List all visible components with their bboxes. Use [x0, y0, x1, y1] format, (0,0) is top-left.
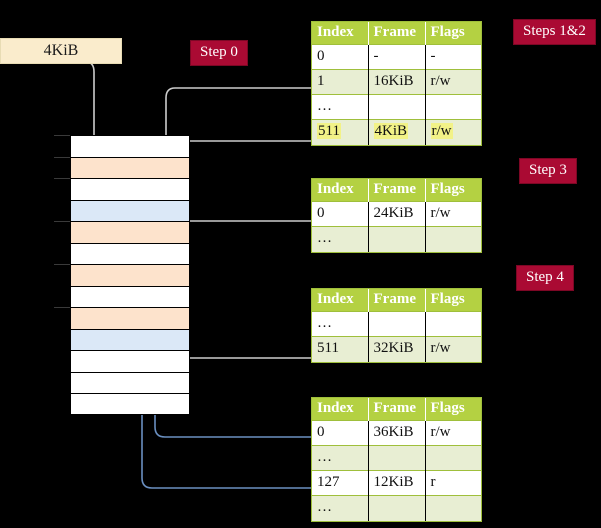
memory-frame-tick: [54, 156, 70, 158]
table-cell-flags: [425, 311, 481, 337]
memory-frame-row: [70, 328, 190, 350]
column-header-flags: Flags: [425, 398, 481, 421]
table-cell-flags: r/w: [425, 201, 481, 227]
table-cell-index: …: [312, 495, 369, 521]
memory-frame-row: [70, 221, 190, 243]
column-header-index: Index: [312, 289, 369, 312]
memory-frame-row: [70, 135, 190, 157]
column-header-flags: Flags: [425, 179, 481, 202]
column-header-frame: Frame: [368, 289, 426, 312]
table-cell-index: 1: [312, 69, 369, 95]
table-cell-index: 0: [312, 44, 369, 70]
table-row[interactable]: …: [312, 445, 481, 471]
table-cell-flags: r/w: [425, 420, 481, 446]
table-cell-frame: [368, 495, 426, 521]
memory-frame-row: [70, 307, 190, 329]
memory-frame-tick: [54, 264, 70, 265]
table-cell-index: …: [312, 311, 369, 337]
column-header-flags: Flags: [425, 289, 481, 312]
column-header-frame: Frame: [368, 22, 426, 45]
column-header-index: Index: [312, 22, 369, 45]
table-row[interactable]: …: [312, 94, 481, 120]
memory-frame-row: [70, 156, 190, 178]
memory-frame-row: [70, 264, 190, 286]
table-cell-flags: [425, 495, 481, 521]
memory-frame-row: [70, 371, 190, 393]
column-header-index: Index: [312, 179, 369, 202]
column-header-index: Index: [312, 398, 369, 421]
step-label-step-3: Step 3: [519, 158, 577, 184]
table-cell-frame: [368, 311, 426, 337]
column-header-frame: Frame: [368, 398, 426, 421]
table-cell-index: 0: [312, 420, 369, 446]
wire-step2: [177, 140, 311, 155]
table-row[interactable]: …: [312, 226, 481, 252]
table-cell-flags: r/w: [425, 336, 481, 362]
memory-frame-row: [70, 285, 190, 307]
table-cell-flags: [425, 226, 481, 252]
memory-frame-tick: [54, 307, 70, 308]
memory-frame-row: [70, 242, 190, 264]
memory-frame-row: [70, 199, 190, 221]
table-cell-frame: [368, 94, 426, 120]
table-cell-index: …: [312, 94, 369, 120]
table-cell-flags: -: [425, 44, 481, 70]
table-cell-frame: 24KiB: [368, 201, 426, 227]
column-header-flags: Flags: [425, 22, 481, 45]
memory-frame-row: [70, 393, 190, 415]
table-cell-frame: 16KiB: [368, 69, 426, 95]
column-header-frame: Frame: [368, 179, 426, 202]
table-row[interactable]: 0--: [312, 44, 481, 70]
table-cell-frame: -: [368, 44, 426, 70]
table-cell-flags: r/w: [425, 69, 481, 95]
table-cell-frame: 4KiB: [368, 119, 426, 145]
step-label-step-4: Step 4: [516, 265, 574, 291]
table-cell-frame: 32KiB: [368, 336, 426, 362]
memory-frame-tick: [54, 221, 70, 222]
table-cell-frame: 36KiB: [368, 420, 426, 446]
table-cell-index: …: [312, 445, 369, 471]
table-cell-flags: [425, 445, 481, 471]
table-row[interactable]: …: [312, 495, 481, 521]
step-label-steps-1-2: Steps 1&2: [513, 19, 596, 45]
step-label-step-0: Step 0: [190, 40, 248, 66]
table-cell-flags: r/w: [425, 119, 481, 145]
memory-frame-tick: [54, 178, 70, 179]
table-cell-index: 0: [312, 201, 369, 227]
table-cell-frame: [368, 445, 426, 471]
table-row[interactable]: …: [312, 311, 481, 337]
memory-frame-row: [70, 350, 190, 372]
wire-step3: [177, 220, 311, 268]
table-cell-index: …: [312, 226, 369, 252]
table-cell-flags: [425, 94, 481, 120]
table-cell-index: 511: [312, 119, 369, 145]
table-cell-flags: r: [425, 470, 481, 496]
physical-memory-column: [54, 135, 190, 415]
table-cell-frame: 12KiB: [368, 470, 426, 496]
wire-step4: [170, 308, 311, 359]
table-cell-index: 511: [312, 336, 369, 362]
memory-frame-tick: [54, 135, 70, 136]
table-cell-index: 127: [312, 470, 369, 496]
table-cell-frame: [368, 226, 426, 252]
source-frame-box: 4KiB: [0, 38, 122, 64]
memory-frame-row: [70, 178, 190, 200]
source-frame-label: 4KiB: [43, 42, 79, 59]
